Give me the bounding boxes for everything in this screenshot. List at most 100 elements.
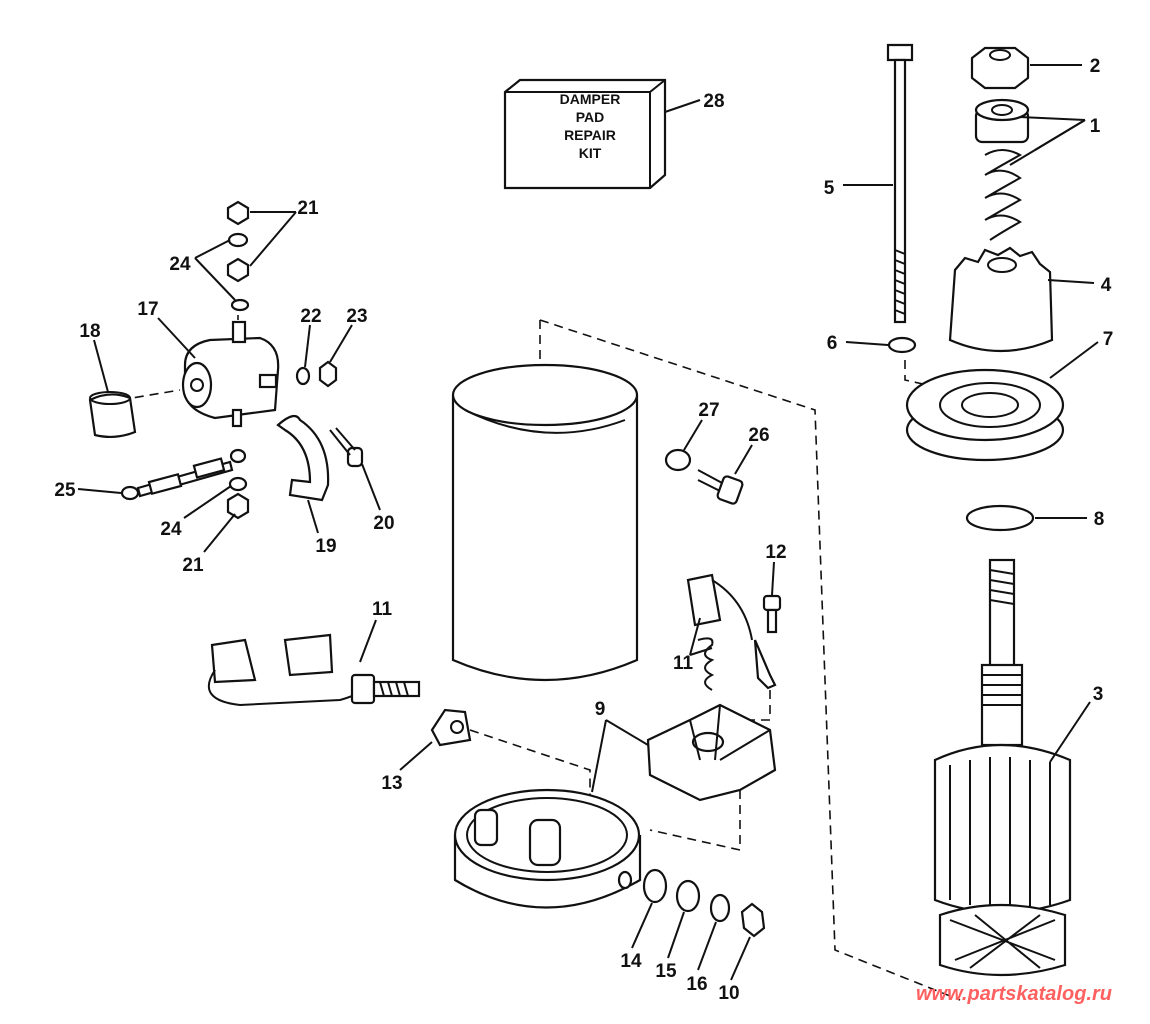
callout-21: 21 [182, 555, 204, 576]
drive-end-cap [905, 368, 1065, 462]
leader-line-24 [183, 485, 232, 519]
callout-28: 28 [703, 91, 724, 112]
callout-leaders [77, 64, 1099, 981]
brush-set-left [207, 633, 421, 707]
leader-line-18 [93, 339, 109, 393]
armature [933, 558, 1072, 977]
leader-line-7 [1049, 341, 1099, 379]
leader-line-16 [697, 921, 717, 971]
leader-line-1 [1009, 119, 1086, 166]
callout-1: 1 [1090, 116, 1101, 137]
drive-pinion [948, 246, 1054, 353]
washer-14 [642, 868, 668, 904]
callout-20: 20 [373, 513, 394, 534]
leader-line-14 [631, 902, 653, 949]
screw-12 [762, 594, 782, 634]
leader-line-3 [1049, 701, 1091, 763]
callout-14: 14 [620, 951, 642, 972]
callout-6: 6 [827, 333, 838, 354]
kit-line-4: KIT [579, 145, 602, 161]
callout-23: 23 [346, 306, 367, 327]
leader-line-9 [591, 719, 607, 793]
leader-line-28 [664, 99, 701, 113]
field-frame-housing [451, 363, 639, 682]
leader-line-24 [194, 257, 236, 301]
screw-20 [329, 427, 364, 468]
leader-line-21 [203, 513, 236, 553]
pinion-stop-nut [970, 46, 1030, 90]
leader-line-26 [734, 444, 753, 475]
leader-line-20 [361, 463, 381, 511]
callout-12: 12 [765, 542, 786, 563]
callout-26: 26 [748, 425, 769, 446]
callout-24: 24 [169, 254, 191, 275]
leader-line-23 [329, 324, 353, 363]
leader-line-24 [194, 239, 231, 259]
leader-line-11 [689, 617, 701, 656]
callout-5: 5 [824, 178, 835, 199]
callout-16: 16 [686, 974, 707, 995]
leader-line-11 [359, 619, 377, 663]
lead-25 [120, 457, 234, 501]
callout-18: 18 [79, 321, 100, 342]
pinion-collar [974, 98, 1030, 144]
bracket-19 [276, 414, 330, 502]
leader-line-11 [689, 647, 713, 656]
anti-drift-spring [984, 149, 1023, 241]
kit-line-2: PAD [576, 109, 605, 125]
washer-16 [709, 893, 731, 923]
callout-27: 27 [698, 400, 719, 421]
callout-3: 3 [1093, 684, 1104, 705]
leader-line-13 [399, 741, 433, 771]
brush-holder-plate [646, 703, 777, 802]
solenoid [181, 320, 280, 428]
leader-line-12 [771, 561, 775, 596]
kit-line-1: DAMPER [560, 91, 621, 107]
leader-line-9 [605, 719, 649, 746]
callout-9: 9 [595, 699, 606, 720]
boot-18 [88, 391, 137, 439]
leader-line-4 [1047, 279, 1095, 284]
leader-line-10 [730, 936, 751, 981]
callout-24: 24 [160, 519, 182, 540]
leader-line-25 [77, 488, 122, 494]
watermark: www.partskatalog.ru [916, 983, 1112, 1005]
kit-line-3: REPAIR [564, 127, 616, 143]
washer-27 [664, 448, 692, 472]
leader-line-19 [307, 499, 319, 534]
callout-13: 13 [381, 773, 402, 794]
lockwasher-6 [887, 336, 917, 354]
commutator-end-cap [453, 788, 642, 909]
callout-21: 21 [297, 198, 319, 219]
callout-22: 22 [300, 306, 321, 327]
leader-line-1 [1019, 116, 1086, 121]
callout-4: 4 [1101, 275, 1112, 296]
leader-line-6 [845, 341, 889, 346]
through-bolt [886, 43, 914, 324]
callout-7: 7 [1103, 329, 1114, 350]
damper-pad-repair-kit: DAMPER PAD REPAIR KIT [503, 78, 667, 190]
small-nuts-21-24 [226, 200, 338, 520]
thrust-washer-8 [965, 504, 1035, 532]
bracket-13 [430, 708, 472, 747]
nut-10 [740, 902, 766, 938]
callout-11: 11 [673, 653, 694, 674]
callout-10: 10 [718, 983, 739, 1004]
callout-15: 15 [655, 961, 677, 982]
callout-19: 19 [315, 536, 336, 557]
callout-8: 8 [1094, 509, 1105, 530]
leader-line-21 [249, 211, 297, 267]
callout-11: 11 [372, 599, 393, 620]
leader-line-22 [304, 324, 311, 368]
callout-25: 25 [54, 480, 76, 501]
brush-set-right [686, 573, 777, 691]
screw-26 [697, 469, 744, 505]
leader-line-17 [157, 317, 196, 359]
leader-line-27 [683, 419, 703, 451]
callout-2: 2 [1090, 56, 1101, 77]
leader-line-15 [667, 911, 685, 959]
callout-17: 17 [137, 299, 158, 320]
